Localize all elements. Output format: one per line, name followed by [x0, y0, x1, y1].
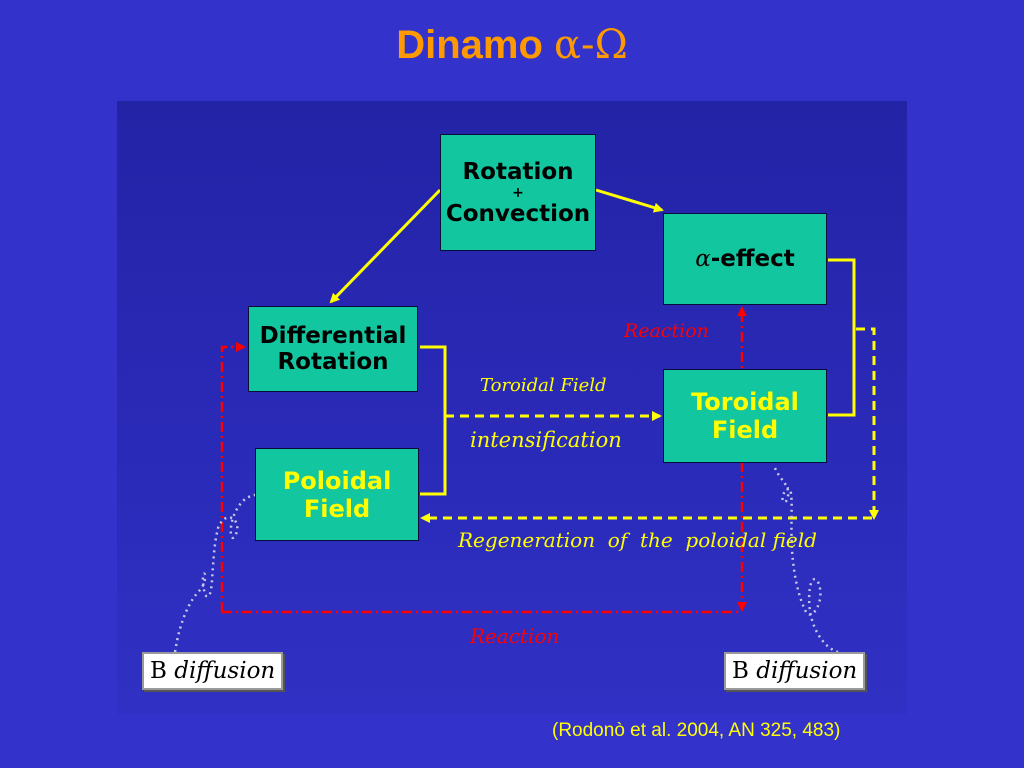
- arrow-regeneration: [856, 327, 879, 520]
- poloidal-field-box: Poloidal Field: [255, 448, 419, 541]
- b-diffusion-left: B diffusion: [142, 652, 284, 690]
- intensification-caption: intensification: [470, 428, 622, 452]
- diffusion-text-left: diffusion: [166, 658, 276, 684]
- differential-rotation-label: Rotation: [277, 349, 389, 375]
- alpha-symbol: α: [695, 246, 711, 272]
- differential-rotation-box: Differential Rotation: [248, 306, 418, 392]
- citation: (Rodonò et al. 2004, AN 325, 483): [552, 720, 841, 741]
- plus-sign: +: [512, 184, 524, 201]
- alpha-effect-label: -effect: [710, 246, 795, 272]
- poloidal-label: Poloidal: [282, 466, 392, 495]
- b-diffusion-right: B diffusion: [724, 652, 866, 690]
- bracket-differential-poloidal: [420, 345, 447, 496]
- rotation-convection-box: Rotation + Convection: [440, 134, 596, 251]
- diffusion-text-right: diffusion: [748, 658, 858, 684]
- regeneration-caption: Regeneration of the poloidal field: [458, 528, 817, 552]
- slide-title: Dinamo α-Ω: [0, 22, 1024, 68]
- reaction-bottom-label: Reaction: [470, 624, 560, 648]
- diffusion-curve-right: [773, 467, 839, 654]
- differential-label: Differential: [259, 323, 407, 349]
- title-text: Dinamo: [396, 23, 555, 67]
- toroidal-field-box: Toroidal Field: [663, 369, 827, 463]
- arrow-rotation-to-differential: [329, 188, 442, 304]
- toroidal-label: Toroidal: [691, 388, 799, 416]
- toroidal-field-caption: Toroidal Field: [480, 375, 607, 396]
- b-symbol-left: B: [150, 658, 167, 684]
- poloidal-field-label: Field: [303, 494, 371, 523]
- reaction-top-label: Reaction: [624, 320, 709, 342]
- b-symbol-right: B: [732, 658, 749, 684]
- toroidal-field-label: Field: [711, 416, 779, 444]
- arrow-reaction-left: [220, 342, 246, 612]
- diffusion-curve-left: [173, 490, 271, 653]
- bracket-alpha-toroidal: [828, 258, 856, 417]
- convection-label: Convection: [445, 200, 591, 227]
- title-greek: α-Ω: [554, 22, 628, 68]
- arrow-rotation-to-alpha: [595, 188, 664, 213]
- rotation-label: Rotation: [462, 158, 574, 185]
- alpha-effect-box: α-effect: [663, 213, 827, 305]
